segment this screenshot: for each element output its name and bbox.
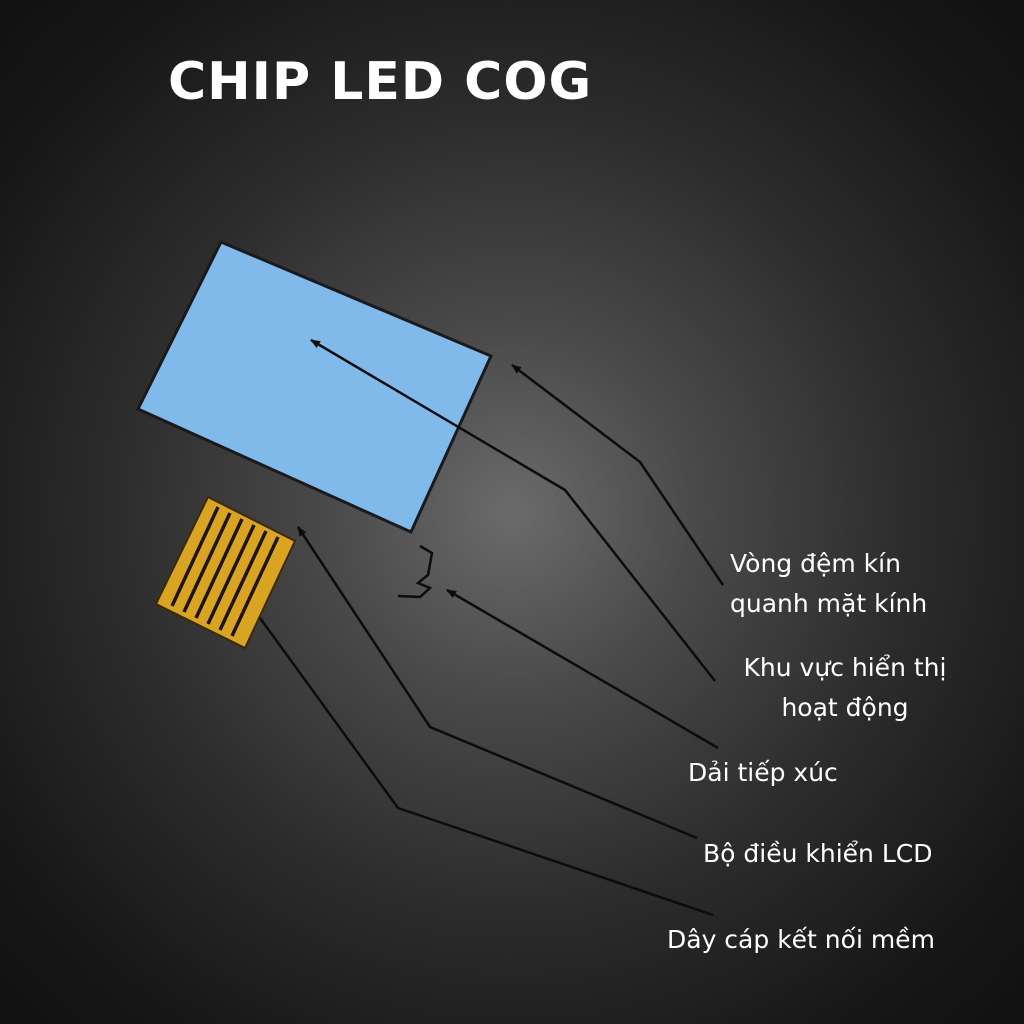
label-lcd-driver: Bộ điều khiển LCD bbox=[703, 839, 933, 868]
leader-lines bbox=[258, 338, 725, 917]
leader-lcd-driver bbox=[296, 526, 698, 840]
flex-cable-stripes bbox=[170, 506, 280, 637]
contact-strip-brace bbox=[397, 544, 434, 599]
lcd-glass-panel bbox=[135, 240, 494, 534]
leader-flex-cable bbox=[258, 617, 714, 917]
label-flex-cable: Dây cáp kết nối mềm bbox=[667, 925, 935, 954]
flex-cable bbox=[154, 495, 297, 650]
label-active-area: Khu vực hiển thị hoạt động bbox=[743, 653, 947, 722]
diagram-title: CHIP LED COG bbox=[168, 52, 593, 112]
leader-active-area bbox=[310, 338, 716, 682]
leader-seal-ring bbox=[511, 364, 725, 586]
leader-contact-strip bbox=[446, 588, 719, 750]
label-contact-strip: Dải tiếp xúc bbox=[688, 758, 838, 787]
label-seal-ring: Vòng đệm kín quanh mặt kính bbox=[730, 549, 928, 618]
